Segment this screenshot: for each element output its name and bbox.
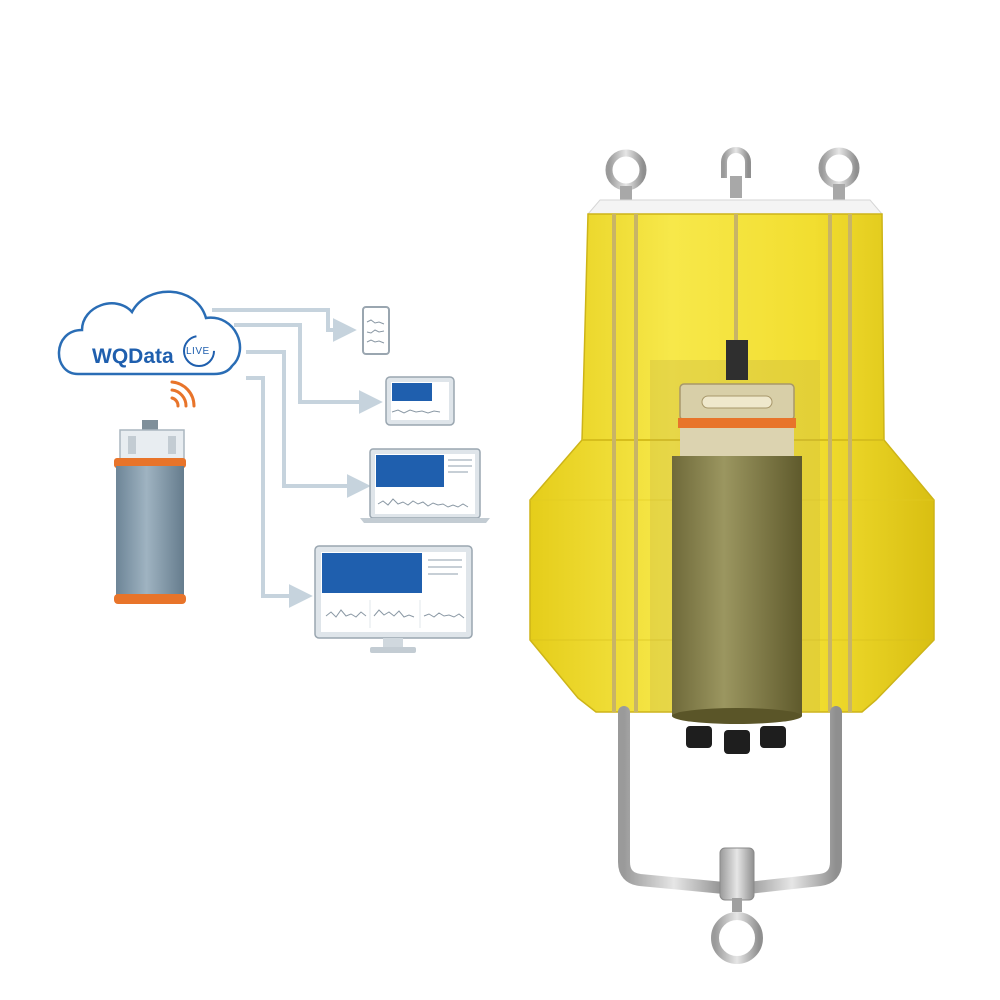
- cloud-icon: [57, 290, 242, 376]
- arrow-to-laptop: [246, 350, 371, 498]
- desktop-monitor-icon: [314, 545, 473, 653]
- mooring-eye-bottom: [711, 912, 763, 964]
- mooring-bail: [618, 706, 842, 894]
- lifting-eye-right: [818, 147, 860, 204]
- smartphone-icon: [362, 306, 390, 355]
- laptop-icon: [360, 448, 490, 523]
- swivel-connector: [719, 847, 755, 901]
- lifting-eye-center: [721, 147, 751, 198]
- sonde-instrument: [672, 340, 802, 724]
- buoy-assembly: [529, 147, 935, 964]
- arrow-to-desktop: [246, 376, 313, 608]
- wqdata-live-logo: WQData LIVE: [92, 335, 215, 368]
- guide-rods: [612, 214, 852, 712]
- logo-brand-text: WQData: [92, 345, 174, 368]
- arrow-to-tablet: [234, 323, 383, 414]
- data-flow-arrows: [212, 308, 383, 608]
- sonde-sensor-icon: [114, 420, 186, 604]
- buoy-top-cap: [586, 199, 884, 215]
- arrow-to-phone: [212, 308, 357, 342]
- logo-live-ring: [183, 335, 215, 367]
- logo-badge-text: LIVE: [186, 346, 210, 357]
- tablet-icon: [385, 376, 455, 426]
- wifi-signal-icon: [170, 380, 196, 408]
- lifting-eye-left: [605, 149, 647, 206]
- sonde-connectors: [686, 726, 786, 754]
